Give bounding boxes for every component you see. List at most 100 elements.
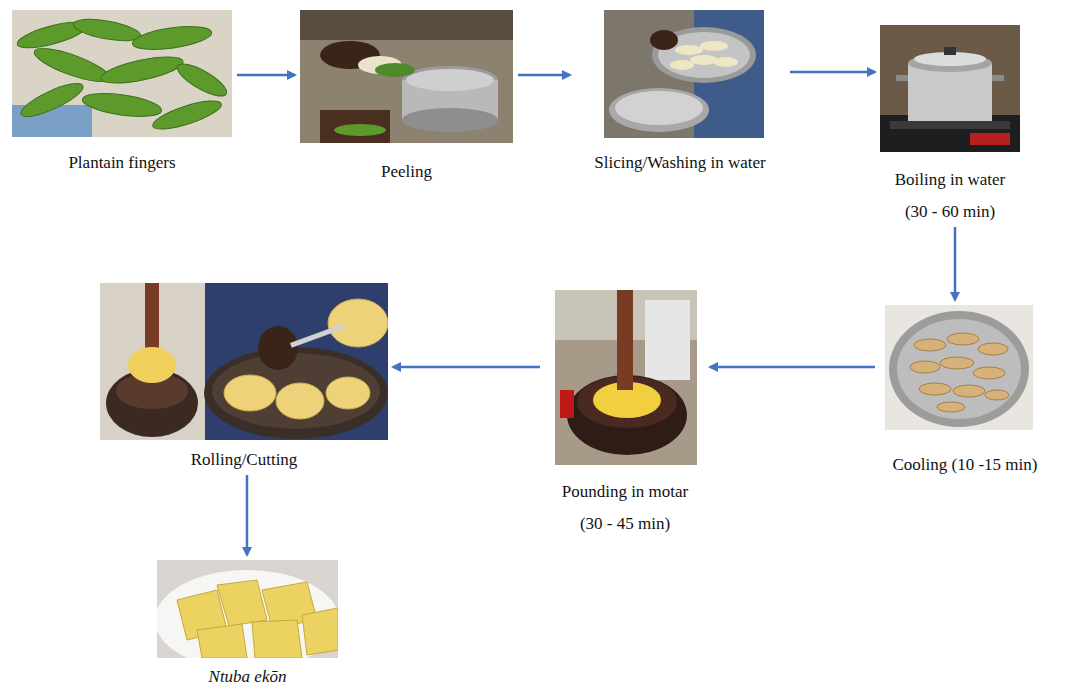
cooling-photo-part <box>937 402 965 412</box>
step-caption: Ntuba ekōn <box>209 667 287 687</box>
step-caption: Rolling/Cutting <box>191 450 298 470</box>
cooling-photo-part <box>947 333 979 345</box>
pounding-photo-part <box>560 390 574 418</box>
boiling-photo-part <box>880 25 1020 152</box>
step-duration: (30 - 45 min) <box>580 514 670 534</box>
boiling-photo <box>880 25 1020 152</box>
cooling-photo-part <box>953 385 985 397</box>
slicing-photo-part <box>675 45 703 55</box>
process-step: Plantain fingers <box>12 10 232 173</box>
caption-row: (30 - 45 min) <box>545 514 705 534</box>
cooling-photo-part <box>910 361 940 373</box>
caption-row: Peeling <box>300 162 513 182</box>
peeling-photo <box>300 10 513 143</box>
boiling-photo-part <box>970 133 1010 145</box>
process-step: Cooling (10 -15 min) <box>880 305 1050 475</box>
plantain-photo-part <box>173 58 230 102</box>
pounding-photo <box>555 290 697 465</box>
process-step: Rolling/Cutting <box>100 283 388 470</box>
cooling-photo-part <box>889 311 1029 427</box>
rolling-photo-part <box>258 326 298 370</box>
process-step: Boiling in water (30 - 60 min) <box>880 25 1020 222</box>
pounding-photo-part <box>645 300 690 380</box>
step-caption: Cooling (10 -15 min) <box>893 455 1038 475</box>
rolling-photo-part <box>128 347 176 383</box>
cooling-photo-part <box>914 339 946 351</box>
slicing-photo-part <box>650 30 678 50</box>
cooling-photo <box>885 305 1033 430</box>
plantain-photo-part <box>12 10 232 137</box>
flow-arrow <box>954 227 957 300</box>
step-caption: Pounding in motar <box>562 482 689 502</box>
peeling-photo-part <box>300 10 513 40</box>
cooling-photo-part <box>973 367 1005 379</box>
step-caption: Boiling in water <box>895 170 1005 190</box>
process-step: Ntuba ekōn <box>157 560 338 687</box>
caption-row: Cooling (10 -15 min) <box>880 455 1050 475</box>
flow-arrow <box>790 71 875 74</box>
plantain-photo-part <box>17 77 86 122</box>
plantain-photo-part <box>31 42 113 88</box>
pounding-photo-part <box>555 290 697 465</box>
rolling-photo <box>100 283 388 440</box>
slicing-photo-part <box>714 57 738 67</box>
rolling-photo-part <box>224 375 276 411</box>
rolling-photo-part <box>212 353 380 429</box>
step-caption: Plantain fingers <box>68 153 175 173</box>
rolling-photo-part <box>326 377 370 409</box>
plantain-photo-part <box>131 23 213 54</box>
caption-row: Ntuba ekōn <box>157 667 338 687</box>
flow-arrow <box>710 366 875 369</box>
cooling-photo-part <box>897 319 1021 419</box>
process-step: Peeling <box>300 10 513 182</box>
cooling-photo-part <box>885 305 1033 430</box>
slicing-photo-part <box>615 91 703 125</box>
slicing-photo-part <box>670 60 694 70</box>
plantain-photo-part <box>72 15 142 45</box>
pounding-photo-part <box>617 290 633 390</box>
ntuba-photo-part <box>157 570 338 658</box>
rolling-photo-part <box>290 324 344 348</box>
cooling-photo-part <box>910 333 1009 412</box>
ntuba-photo-part <box>252 620 302 658</box>
cooling-photo-part <box>919 383 951 395</box>
rolling-photo-part <box>100 283 205 440</box>
boiling-photo-part <box>890 121 1010 129</box>
rolling-photo-part <box>328 299 388 347</box>
step-caption: Peeling <box>381 162 432 182</box>
caption-row: Pounding in motar <box>545 482 705 502</box>
caption-row: Plantain fingers <box>12 153 232 173</box>
caption-row: Slicing/Washing in water <box>575 153 785 173</box>
rolling-photo-part <box>204 347 388 439</box>
ntuba-photo <box>157 560 338 658</box>
ntuba-photo-part <box>217 580 267 626</box>
flow-arrow <box>393 366 540 369</box>
cooling-photo-part <box>985 390 1009 400</box>
caption-row: Rolling/Cutting <box>100 450 388 470</box>
rolling-photo-part <box>205 283 388 440</box>
cooling-photo-part <box>940 357 974 369</box>
boiling-photo-part <box>992 75 1004 81</box>
plantain-photo-part <box>99 51 185 88</box>
slicing-photo <box>604 10 764 138</box>
peeling-photo-part <box>406 69 494 91</box>
peeling-photo-part <box>334 124 386 136</box>
peeling-photo-part <box>402 108 498 132</box>
plantain-photo-part <box>15 15 231 134</box>
step-duration: (30 - 60 min) <box>905 202 995 222</box>
process-step: Pounding in motar (30 - 45 min) <box>545 290 705 534</box>
peeling-photo-part <box>375 63 415 77</box>
plantain-photo-part <box>150 95 224 134</box>
peeling-photo-part <box>300 10 513 143</box>
step-caption: Slicing/Washing in water <box>594 153 765 173</box>
boiling-photo-part <box>896 75 908 81</box>
cooling-photo-part <box>978 343 1008 355</box>
rolling-photo-part <box>224 299 388 419</box>
rolling-photo-part <box>145 283 159 353</box>
slicing-photo-part <box>700 41 728 51</box>
slicing-photo-part <box>670 41 738 70</box>
process-step: Slicing/Washing in water <box>575 10 785 173</box>
slicing-photo-part <box>609 88 709 132</box>
ntuba-photo-part <box>177 580 338 658</box>
flow-arrow <box>237 74 295 77</box>
